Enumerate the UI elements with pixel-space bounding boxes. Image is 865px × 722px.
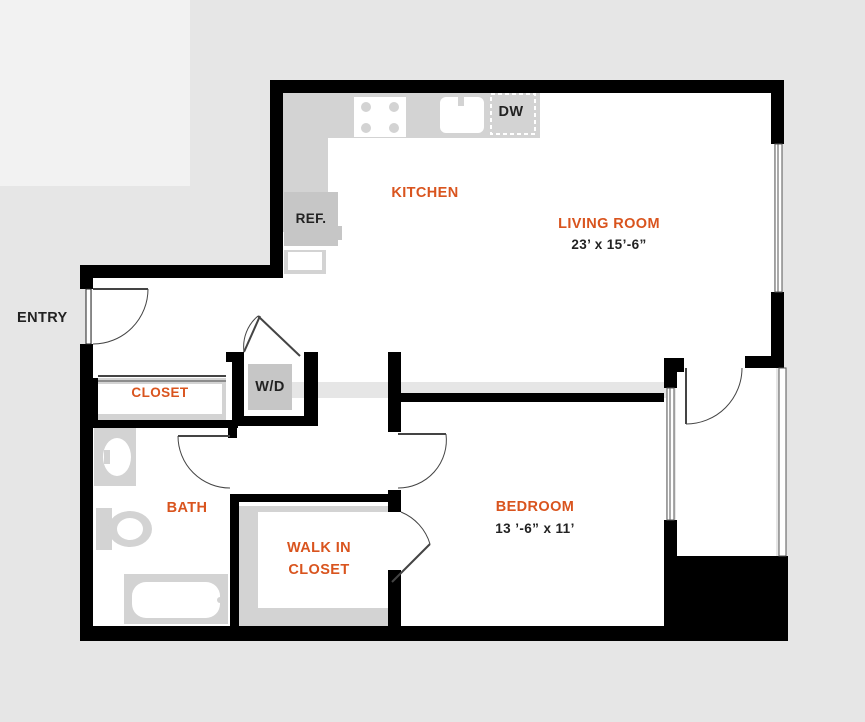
kitchen-label: KITCHEN [391,185,459,201]
range-hood-icon [288,252,322,270]
kitchen-sink-icon [440,94,484,133]
walk-in-closet-label-line2: CLOSET [288,562,350,578]
doors [85,288,743,583]
living-room-dimensions: 23’ x 15’-6” [571,237,647,252]
washer-dryer-label: W/D [255,379,285,395]
walk-in-closet-floor [258,512,388,608]
background-block [0,0,190,186]
entry-label: ENTRY [17,310,68,326]
closet-floor [98,384,222,414]
walls [80,80,788,641]
closet-label: CLOSET [131,385,189,400]
bath-fixtures [94,428,228,624]
refrigerator-handle-icon [338,226,342,240]
bath-label: BATH [166,500,208,516]
bedroom-dimensions: 13 ’-6” x 11’ [495,521,575,536]
walk-in-closet-label-line1: WALK IN [286,540,352,556]
living-room-label: LIVING ROOM [558,216,660,232]
refrigerator-icon [284,192,338,246]
washer-dryer-icon [248,364,292,410]
dishwasher-icon [490,93,536,135]
bedroom-label: BEDROOM [495,499,575,515]
windows [666,143,787,557]
refrigerator-label: REF. [295,211,327,226]
dishwasher-label: DW [498,104,524,120]
stove-icon [354,97,406,137]
